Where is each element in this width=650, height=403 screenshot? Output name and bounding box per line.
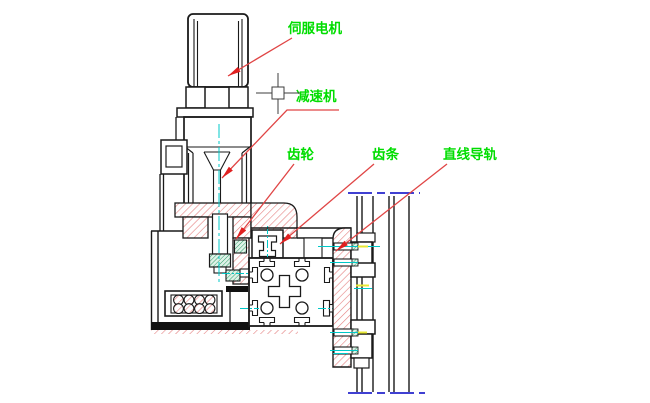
gear-label: 齿轮 [287, 146, 314, 163]
rack-leader [279, 163, 375, 245]
linear-rail [348, 192, 425, 394]
motor-mount-post-right [228, 86, 249, 109]
carriage-block-bottom [330, 319, 376, 369]
reducer-body [176, 107, 254, 214]
output-shaft-bolt [208, 213, 232, 274]
servo-motor-leader [227, 37, 293, 77]
support-bracket [150, 117, 298, 334]
roller-pack [164, 290, 223, 317]
plate-edges [251, 227, 351, 259]
reducer-leader [221, 109, 339, 179]
bracket-base-bar [151, 322, 250, 330]
leader-lines [221, 37, 448, 252]
extrusion-profile [240, 257, 347, 327]
linear-guide-label: 直线导轨 [443, 146, 497, 163]
reducer-top-flange [176, 107, 254, 118]
rail-center-marks [354, 284, 372, 289]
rack-block [251, 226, 284, 262]
gear-leader [235, 163, 295, 240]
rack-label: 齿条 [372, 146, 399, 163]
reducer-output-cone [203, 151, 231, 203]
reducer-label: 减速机 [296, 88, 337, 105]
crosshair-cursor [256, 73, 300, 114]
linear-guide-leader [335, 163, 448, 252]
servo-motor-label: 伺服电机 [287, 20, 342, 37]
servo-motor-body [185, 13, 249, 109]
motor-mount-post-left [185, 86, 206, 109]
